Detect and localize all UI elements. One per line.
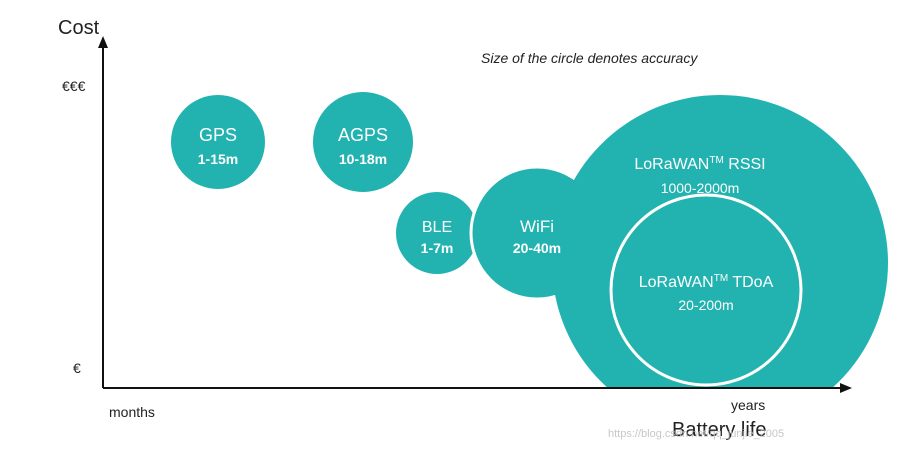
wifi-range: 20-40m [513,240,561,256]
x-tick-low: months [109,404,155,420]
lorawan-tdoa-range: 20-200m [678,297,733,313]
lorawan-tdoa-label: LoRaWANTM TDoA [639,273,774,291]
circle-labels: GPS 1-15m AGPS 10-18m BLE 1-7m WiFi 20-4… [198,125,774,313]
x-axis-arrow-icon [840,383,852,393]
lorawan-rssi-name: LoRaWAN [634,156,709,173]
x-tick-high: years [731,397,765,413]
y-tick-high: €€€ [62,78,86,94]
lorawan-rssi-circle [552,95,888,388]
gps-range: 1-15m [198,151,238,167]
axes [98,36,852,393]
circle-group [171,92,888,388]
gps-circle [171,95,265,189]
lorawan-tdoa-tm: TM [714,273,728,284]
agps-label: AGPS [338,125,388,145]
y-tick-low: € [73,360,81,376]
y-axis-arrow-icon [98,36,108,48]
ble-range: 1-7m [421,240,454,256]
agps-circle [313,92,413,192]
accuracy-note: Size of the circle denotes accuracy [481,50,698,66]
lorawan-tdoa-suffix: TDoA [728,274,773,291]
lorawan-rssi-suffix: RSSI [724,156,766,173]
watermark: https://blog.csdn.net/qq_junjie_2005 [608,428,784,440]
wifi-label: WiFi [520,217,554,236]
lorawan-rssi-range: 1000-2000m [661,180,740,196]
agps-range: 10-18m [339,151,387,167]
lorawan-tdoa-name: LoRaWAN [639,274,714,291]
ble-label: BLE [422,219,452,236]
y-axis-label: Cost [58,17,100,39]
gps-label: GPS [199,125,237,145]
lorawan-tdoa-circle [609,193,803,387]
lorawan-rssi-tm: TM [709,155,723,166]
x-axis-label: Battery life [672,419,766,441]
ble-circle [396,192,478,274]
lorawan-rssi-label: LoRaWANTM RSSI [634,155,765,173]
